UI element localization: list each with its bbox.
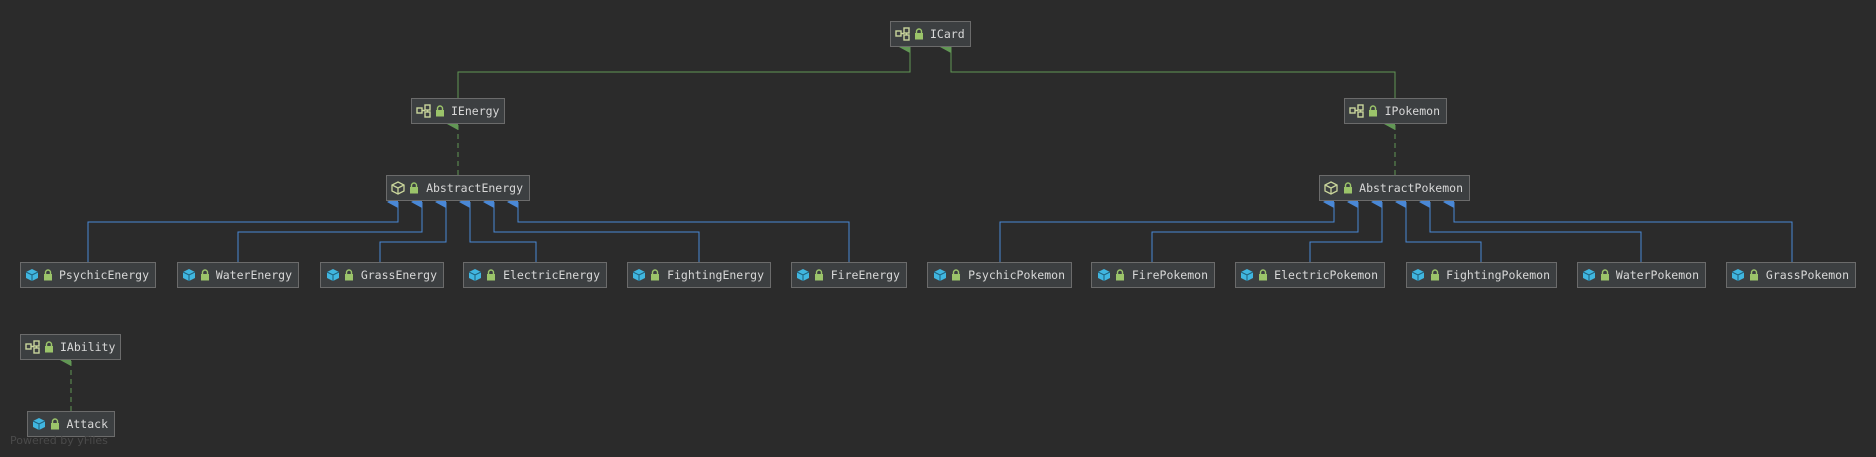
- edge-fightingpokemon-abstractpokemon: [1395, 196, 1482, 262]
- node-label: PsychicEnergy: [58, 268, 149, 282]
- edge-psychicpokemon-abstractpokemon: [999, 196, 1335, 262]
- abstract-class-icon: [1324, 180, 1339, 196]
- node-label: GrassPokemon: [1765, 268, 1849, 282]
- class-icon: [1731, 267, 1746, 283]
- lock-icon: [42, 268, 53, 282]
- class-icon: [632, 267, 647, 283]
- class-icon: [182, 267, 196, 283]
- node-label: FirePokemon: [1131, 268, 1208, 282]
- edge-fireenergy-abstractenergy: [507, 196, 850, 262]
- edge-electricpokemon-abstractpokemon: [1309, 196, 1383, 262]
- node-psychic-pokemon[interactable]: PsychicPokemon: [927, 262, 1072, 288]
- node-abstract-pokemon[interactable]: AbstractPokemon: [1319, 175, 1470, 201]
- lock-icon: [650, 268, 661, 282]
- node-grass-energy[interactable]: GrassEnergy: [320, 262, 444, 288]
- class-icon: [468, 267, 483, 283]
- abstract-class-icon: [391, 180, 406, 196]
- node-label: AbstractPokemon: [1359, 181, 1463, 195]
- edge-electricenergy-abstractenergy: [459, 196, 537, 262]
- edge-psychicenergy-abstractenergy: [87, 196, 399, 262]
- interface-icon: [1349, 103, 1365, 119]
- node-label: ICard: [930, 27, 965, 41]
- node-iability[interactable]: IAbility: [20, 334, 121, 360]
- node-icard[interactable]: ICard: [890, 21, 971, 47]
- edge-waterenergy-abstractenergy: [237, 196, 423, 262]
- node-label: WaterEnergy: [215, 268, 292, 282]
- class-icon: [1582, 267, 1596, 283]
- lock-icon: [1599, 268, 1610, 282]
- node-label: PsychicPokemon: [968, 268, 1065, 282]
- edge-grassenergy-abstractenergy: [379, 196, 447, 262]
- class-icon: [1096, 267, 1111, 283]
- edge-ipokemon-icard: [940, 41, 1396, 98]
- edge-ienergy-icard: [457, 41, 911, 98]
- lock-icon: [1114, 268, 1126, 282]
- lock-icon: [343, 268, 355, 282]
- interface-icon: [895, 26, 911, 42]
- lock-icon: [914, 27, 924, 41]
- node-water-energy[interactable]: WaterEnergy: [177, 262, 299, 288]
- lock-icon: [1368, 104, 1379, 118]
- powered-by-label: Powered by yFiles: [10, 434, 108, 447]
- class-icon: [325, 267, 340, 283]
- node-label: FireEnergy: [830, 268, 900, 282]
- node-grass-pokemon[interactable]: GrassPokemon: [1726, 262, 1856, 288]
- node-label: FightingEnergy: [667, 268, 764, 282]
- interface-icon: [25, 339, 41, 355]
- lock-icon: [409, 181, 420, 195]
- node-label: IEnergy: [451, 104, 500, 118]
- lock-icon: [50, 417, 61, 431]
- lock-icon: [44, 340, 54, 354]
- edge-grasspokemon-abstractpokemon: [1443, 196, 1793, 262]
- node-fire-pokemon[interactable]: FirePokemon: [1091, 262, 1215, 288]
- node-ienergy[interactable]: IEnergy: [411, 98, 505, 124]
- node-label: AbstractEnergy: [426, 181, 523, 195]
- node-label: GrassEnergy: [360, 268, 437, 282]
- edge-fightingenergy-abstractenergy: [483, 196, 700, 262]
- node-label: ElectricEnergy: [503, 268, 600, 282]
- lock-icon: [486, 268, 497, 282]
- node-fighting-energy[interactable]: FightingEnergy: [627, 262, 771, 288]
- node-abstract-energy[interactable]: AbstractEnergy: [386, 175, 530, 201]
- lock-icon: [199, 268, 210, 282]
- class-icon: [32, 416, 47, 432]
- node-label: IAbility: [60, 340, 116, 354]
- class-icon: [25, 267, 39, 283]
- edge-waterpokemon-abstractpokemon: [1419, 196, 1642, 262]
- lock-icon: [950, 268, 962, 282]
- node-label: Attack: [66, 417, 108, 431]
- class-icon: [1240, 267, 1254, 283]
- node-psychic-energy[interactable]: PsychicEnergy: [20, 262, 156, 288]
- lock-icon: [1342, 181, 1353, 195]
- node-fighting-pokemon[interactable]: FightingPokemon: [1406, 262, 1557, 288]
- lock-icon: [1257, 268, 1268, 282]
- edge-firepokemon-abstractpokemon: [1151, 196, 1359, 262]
- node-fire-energy[interactable]: FireEnergy: [791, 262, 907, 288]
- node-label: FightingPokemon: [1446, 268, 1550, 282]
- lock-icon: [1429, 268, 1440, 282]
- node-water-pokemon[interactable]: WaterPokemon: [1577, 262, 1706, 288]
- node-label: IPokemon: [1384, 104, 1440, 118]
- node-ipokemon[interactable]: IPokemon: [1344, 98, 1447, 124]
- node-electric-pokemon[interactable]: ElectricPokemon: [1235, 262, 1385, 288]
- class-icon: [932, 267, 947, 283]
- interface-icon: [416, 103, 432, 119]
- node-attack[interactable]: Attack: [27, 411, 115, 437]
- class-icon: [796, 267, 811, 283]
- lock-icon: [1749, 268, 1760, 282]
- lock-icon: [814, 268, 825, 282]
- node-label: ElectricPokemon: [1274, 268, 1378, 282]
- node-label: WaterPokemon: [1615, 268, 1699, 282]
- class-icon: [1411, 267, 1426, 283]
- lock-icon: [435, 104, 445, 118]
- node-electric-energy[interactable]: ElectricEnergy: [463, 262, 607, 288]
